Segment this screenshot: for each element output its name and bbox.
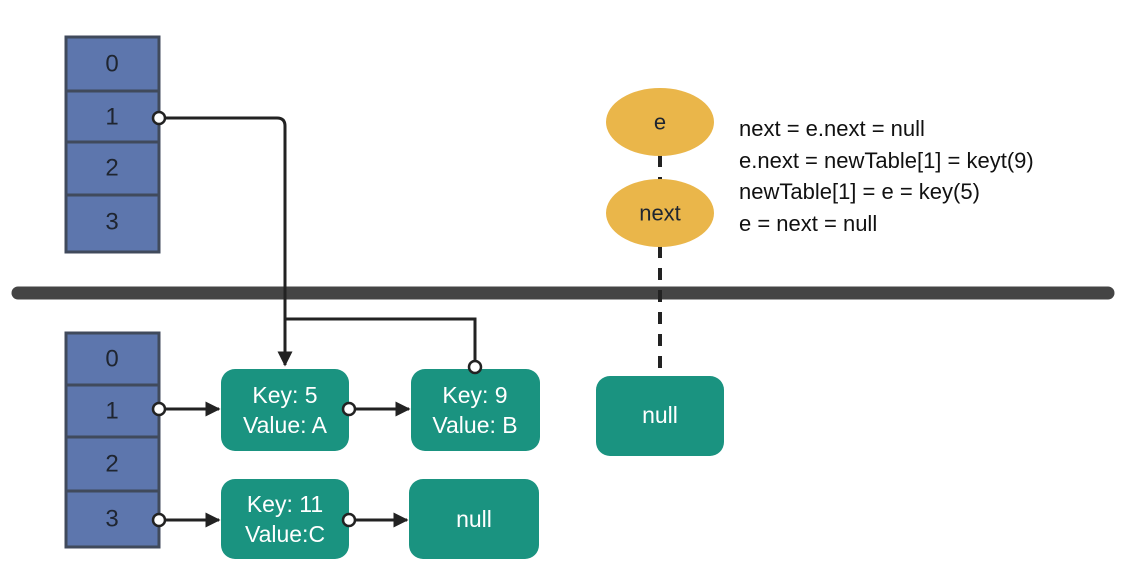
node-key11-key: Key: 11 bbox=[247, 491, 323, 517]
new-table-cell-2-label: 2 bbox=[105, 451, 118, 478]
key5-next-dot bbox=[341, 401, 357, 417]
node-key9-value: Value: B bbox=[432, 412, 517, 438]
pointer-e-label: e bbox=[654, 110, 666, 135]
key9-next-pointer-line bbox=[285, 317, 477, 367]
node-key9-key: Key: 9 bbox=[442, 382, 507, 408]
new-bucket-1-pointer-dot bbox=[151, 401, 167, 417]
code-line-4: e = next = null bbox=[739, 211, 877, 236]
pointer-next: next bbox=[606, 179, 714, 247]
new-table-cell-1: 1 bbox=[64, 383, 161, 439]
new-table-cell-0-label: 0 bbox=[105, 346, 118, 373]
node-key11: Key: 11 Value:C bbox=[221, 479, 349, 559]
new-table-cell-3: 3 bbox=[64, 489, 161, 549]
node-null-right: null bbox=[596, 376, 724, 456]
new-table-cell-2: 2 bbox=[64, 435, 161, 493]
old-table-cell-2-label: 2 bbox=[105, 155, 118, 182]
code-annotation: next = e.next = null e.next = newTable[1… bbox=[739, 116, 1034, 236]
old-table-cell-3: 3 bbox=[64, 193, 161, 254]
new-table-cell-3-label: 3 bbox=[105, 506, 118, 533]
new-table-cell-0: 0 bbox=[64, 331, 161, 387]
code-line-1: next = e.next = null bbox=[739, 116, 925, 141]
node-null-row3: null bbox=[409, 479, 539, 559]
old-bucket-1-arrow bbox=[159, 116, 293, 367]
code-line-3: newTable[1] = e = key(5) bbox=[739, 179, 980, 204]
node-key9: Key: 9 Value: B bbox=[411, 369, 540, 451]
node-key11-value: Value:C bbox=[245, 521, 325, 547]
node-key5-value: Value: A bbox=[243, 412, 328, 438]
key9-next-dot bbox=[467, 359, 483, 375]
pointer-next-label: next bbox=[639, 201, 681, 226]
old-table-cell-1-label: 1 bbox=[105, 104, 118, 131]
old-table: 0 1 2 3 bbox=[64, 35, 161, 254]
new-bucket-3-pointer-dot bbox=[151, 512, 167, 528]
new-table-cell-1-label: 1 bbox=[105, 398, 118, 425]
old-table-cell-2: 2 bbox=[64, 140, 161, 197]
old-table-cell-3-label: 3 bbox=[105, 209, 118, 236]
node-null-right-label: null bbox=[642, 402, 678, 428]
old-table-cell-1: 1 bbox=[64, 89, 161, 144]
node-key5: Key: 5 Value: A bbox=[221, 369, 349, 451]
node-key5-key: Key: 5 bbox=[252, 382, 317, 408]
node-null-row3-label: null bbox=[456, 506, 492, 532]
old-table-cell-0-label: 0 bbox=[105, 51, 118, 78]
code-line-2: e.next = newTable[1] = keyt(9) bbox=[739, 148, 1034, 173]
new-table: 0 1 2 3 bbox=[64, 331, 161, 549]
old-table-cell-0: 0 bbox=[64, 35, 161, 93]
key11-next-dot bbox=[341, 512, 357, 528]
old-bucket-1-pointer-dot bbox=[151, 110, 167, 126]
pointer-e: e bbox=[606, 88, 714, 156]
